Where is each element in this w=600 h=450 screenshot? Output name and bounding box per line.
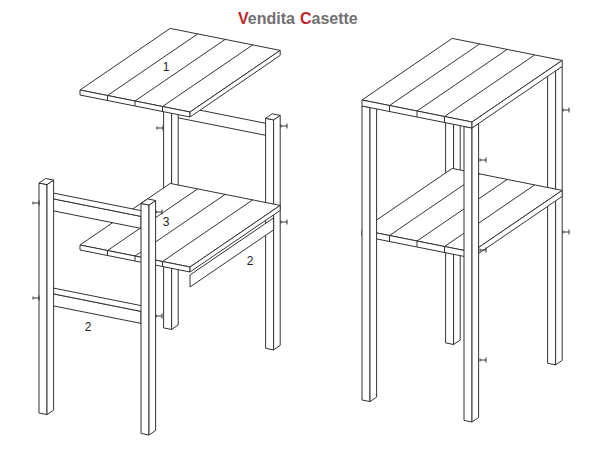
front-left-leg <box>362 103 377 402</box>
lower-shelf <box>362 168 562 258</box>
bolts <box>480 108 569 363</box>
shelf-3 <box>80 183 280 272</box>
front-frame <box>39 179 156 436</box>
top-shelf <box>362 38 562 128</box>
front-right-leg <box>464 124 479 423</box>
back-right-leg <box>548 66 563 365</box>
callout-number: 1 <box>162 61 171 75</box>
callout-number: 2 <box>84 321 93 335</box>
top-board-1 <box>80 28 280 117</box>
callout-number: 3 <box>162 216 171 230</box>
bolts <box>33 124 287 319</box>
watermark-text: Casette <box>300 10 358 28</box>
callout-number: 2 <box>246 255 255 269</box>
watermark-text: Vendita <box>238 10 295 28</box>
side-rail <box>190 218 274 287</box>
